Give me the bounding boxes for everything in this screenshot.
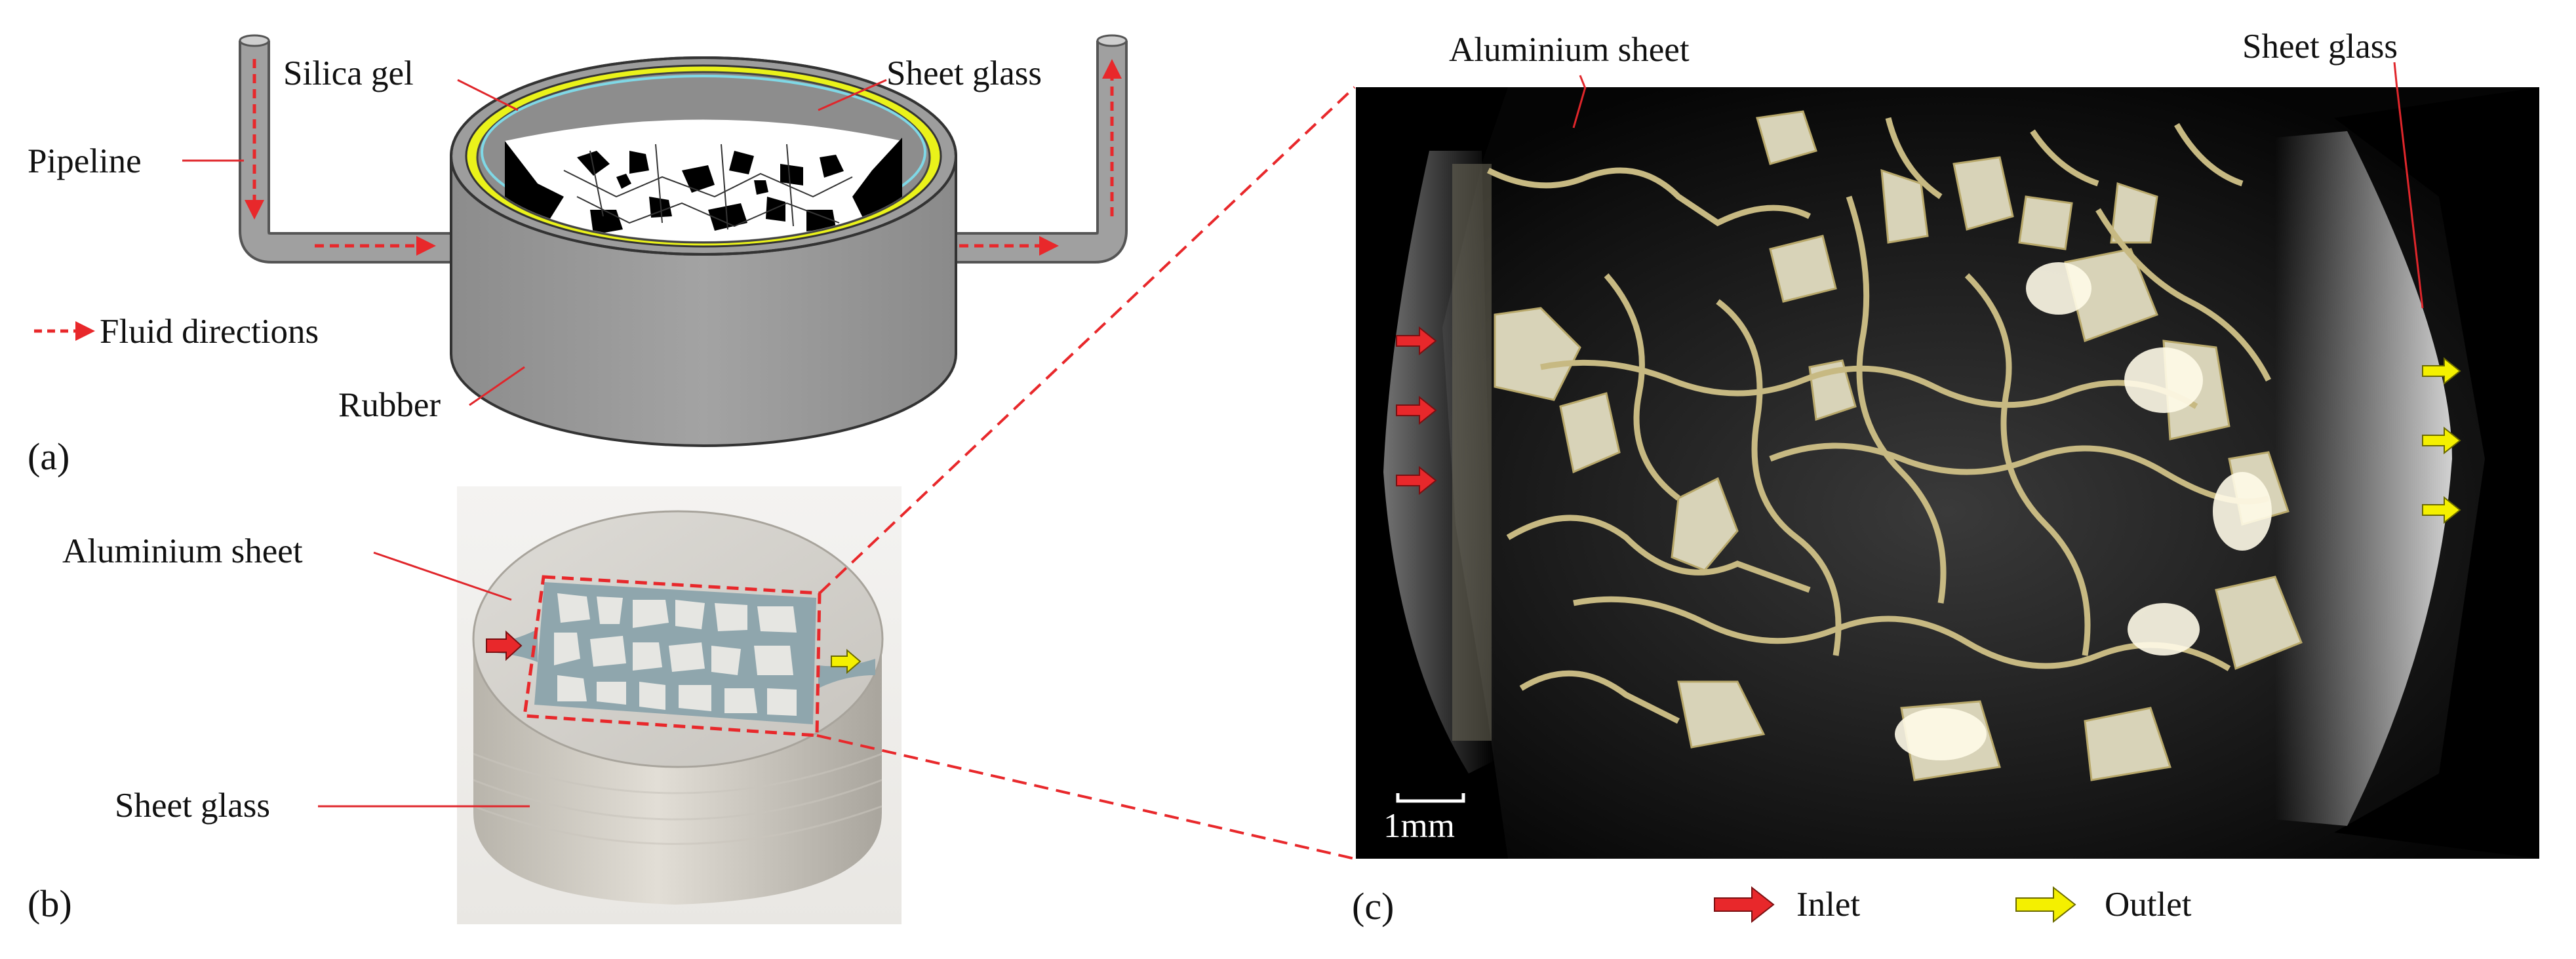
label-fluid-directions: Fluid directions — [100, 313, 319, 351]
leader-silica-gel — [457, 79, 519, 111]
legend-outlet-arrow — [2015, 886, 2076, 924]
micrograph-outlet-arrows — [2422, 357, 2461, 524]
panel-b-photo — [318, 86, 1356, 924]
label-sheet-glass-b: Sheet glass — [115, 787, 270, 825]
label-silica-gel: Silica gel — [283, 54, 414, 92]
micrograph-inlet-arrows — [1396, 326, 1437, 496]
label-aluminium-sheet-b: Aluminium sheet — [62, 532, 303, 570]
micrograph-channels — [1486, 117, 2272, 724]
leader-aluminium-b — [373, 551, 512, 601]
panel-letter-b: (b) — [28, 882, 72, 925]
leader-sheet-glass-c — [2396, 87, 2424, 309]
label-sheet-glass-c: Sheet glass — [2242, 28, 2398, 66]
leader-sheet-glass-a — [818, 79, 887, 111]
panel-letter-a: (a) — [28, 435, 70, 478]
label-rubber: Rubber — [338, 386, 441, 424]
scale-bar — [1396, 793, 1465, 803]
panel-letter-c: (c) — [1352, 885, 1395, 928]
legend-inlet-label: Inlet — [1796, 886, 1861, 924]
etched-grains — [554, 593, 797, 716]
legend-outlet-label: Outlet — [2105, 886, 2192, 924]
leader-rubber — [469, 366, 525, 406]
porous-media-schematic — [505, 119, 902, 241]
micrograph-bright-spots — [1895, 262, 2272, 760]
legend-inlet-arrow — [1714, 886, 1775, 924]
leader-aluminium-c — [1572, 87, 1587, 128]
panel-a-schematic — [34, 34, 1128, 447]
zoom-line-bottom — [816, 734, 1355, 860]
label-pipeline: Pipeline — [28, 142, 142, 180]
label-scale-bar: 1mm — [1383, 807, 1455, 845]
label-sheet-glass-a: Sheet glass — [886, 54, 1042, 92]
zoom-line-top — [818, 86, 1356, 595]
label-aluminium-sheet-c: Aluminium sheet — [1449, 31, 1690, 69]
photo-inlet-arrow — [486, 630, 523, 661]
photo-zoom-box — [523, 575, 822, 737]
panel-c-micrograph — [1356, 87, 2539, 859]
photo-outlet-arrow — [831, 648, 862, 675]
